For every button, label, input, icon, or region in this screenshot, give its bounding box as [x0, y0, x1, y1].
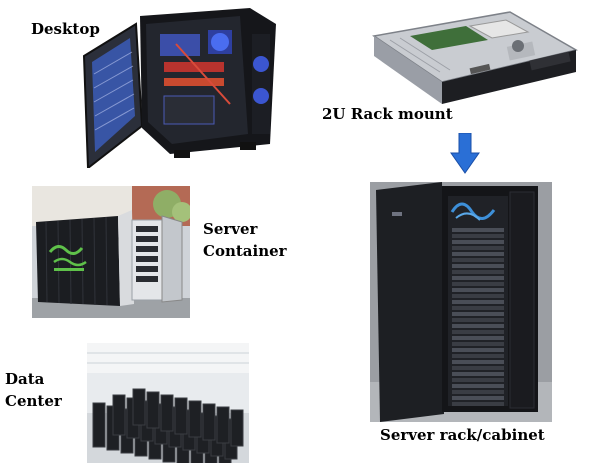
data-center-rack	[202, 403, 216, 441]
rack-unit	[452, 324, 504, 328]
data-center-rack	[230, 409, 244, 447]
data-center-rack	[146, 391, 160, 429]
desktop-case-image	[80, 4, 280, 168]
label-server-container: Server Container	[203, 218, 287, 262]
data-center-rack	[112, 394, 126, 436]
rack-unit	[452, 348, 504, 352]
rack-unit	[452, 390, 504, 394]
rack-unit	[452, 396, 504, 400]
data-center-rack	[216, 406, 230, 444]
label-data-center-line2: Center	[5, 392, 62, 410]
label-desktop: Desktop	[31, 20, 100, 38]
label-server-container-line1: Server	[203, 220, 258, 238]
rack-unit	[452, 282, 504, 286]
data-center-rack	[132, 388, 146, 426]
rack-unit	[452, 306, 504, 310]
rack-unit	[452, 366, 504, 370]
label-rack-mount: 2U Rack mount	[322, 105, 453, 123]
rack-unit	[452, 228, 504, 232]
rack-unit	[452, 402, 504, 406]
data-center-rack	[160, 394, 174, 432]
label-server-rack: Server rack/cabinet	[380, 426, 545, 444]
server-rack-image	[370, 182, 552, 422]
rack-unit	[452, 342, 504, 346]
rack-mount-image	[370, 10, 578, 106]
data-center-rack	[188, 400, 202, 438]
rack-unit	[452, 318, 504, 322]
rack-unit	[452, 378, 504, 382]
label-server-container-line2: Container	[203, 242, 287, 260]
rack-unit	[452, 372, 504, 376]
data-center-racks	[92, 388, 244, 463]
rack-unit	[452, 312, 504, 316]
rack-unit	[452, 258, 504, 262]
rack-unit	[452, 360, 504, 364]
rack-unit	[452, 330, 504, 334]
arrow-down-icon	[450, 133, 480, 175]
rack-unit	[452, 252, 504, 256]
rack-unit	[452, 246, 504, 250]
rack-unit	[452, 294, 504, 298]
rack-unit	[452, 234, 504, 238]
rack-unit	[452, 300, 504, 304]
sun-logo	[48, 245, 87, 271]
rack-units	[452, 228, 504, 406]
rack-unit	[452, 276, 504, 280]
rack-unit	[452, 288, 504, 292]
rack-unit	[452, 270, 504, 274]
rack-unit	[452, 354, 504, 358]
rack-unit	[452, 240, 504, 244]
data-center-image	[87, 343, 249, 463]
rack-unit	[452, 264, 504, 268]
label-data-center-line1: Data	[5, 370, 45, 388]
rack-unit	[452, 336, 504, 340]
rack-unit	[452, 384, 504, 388]
data-center-rack	[92, 402, 106, 448]
server-container-image	[32, 186, 190, 318]
data-center-rack	[174, 397, 188, 435]
label-data-center: Data Center	[5, 368, 62, 412]
